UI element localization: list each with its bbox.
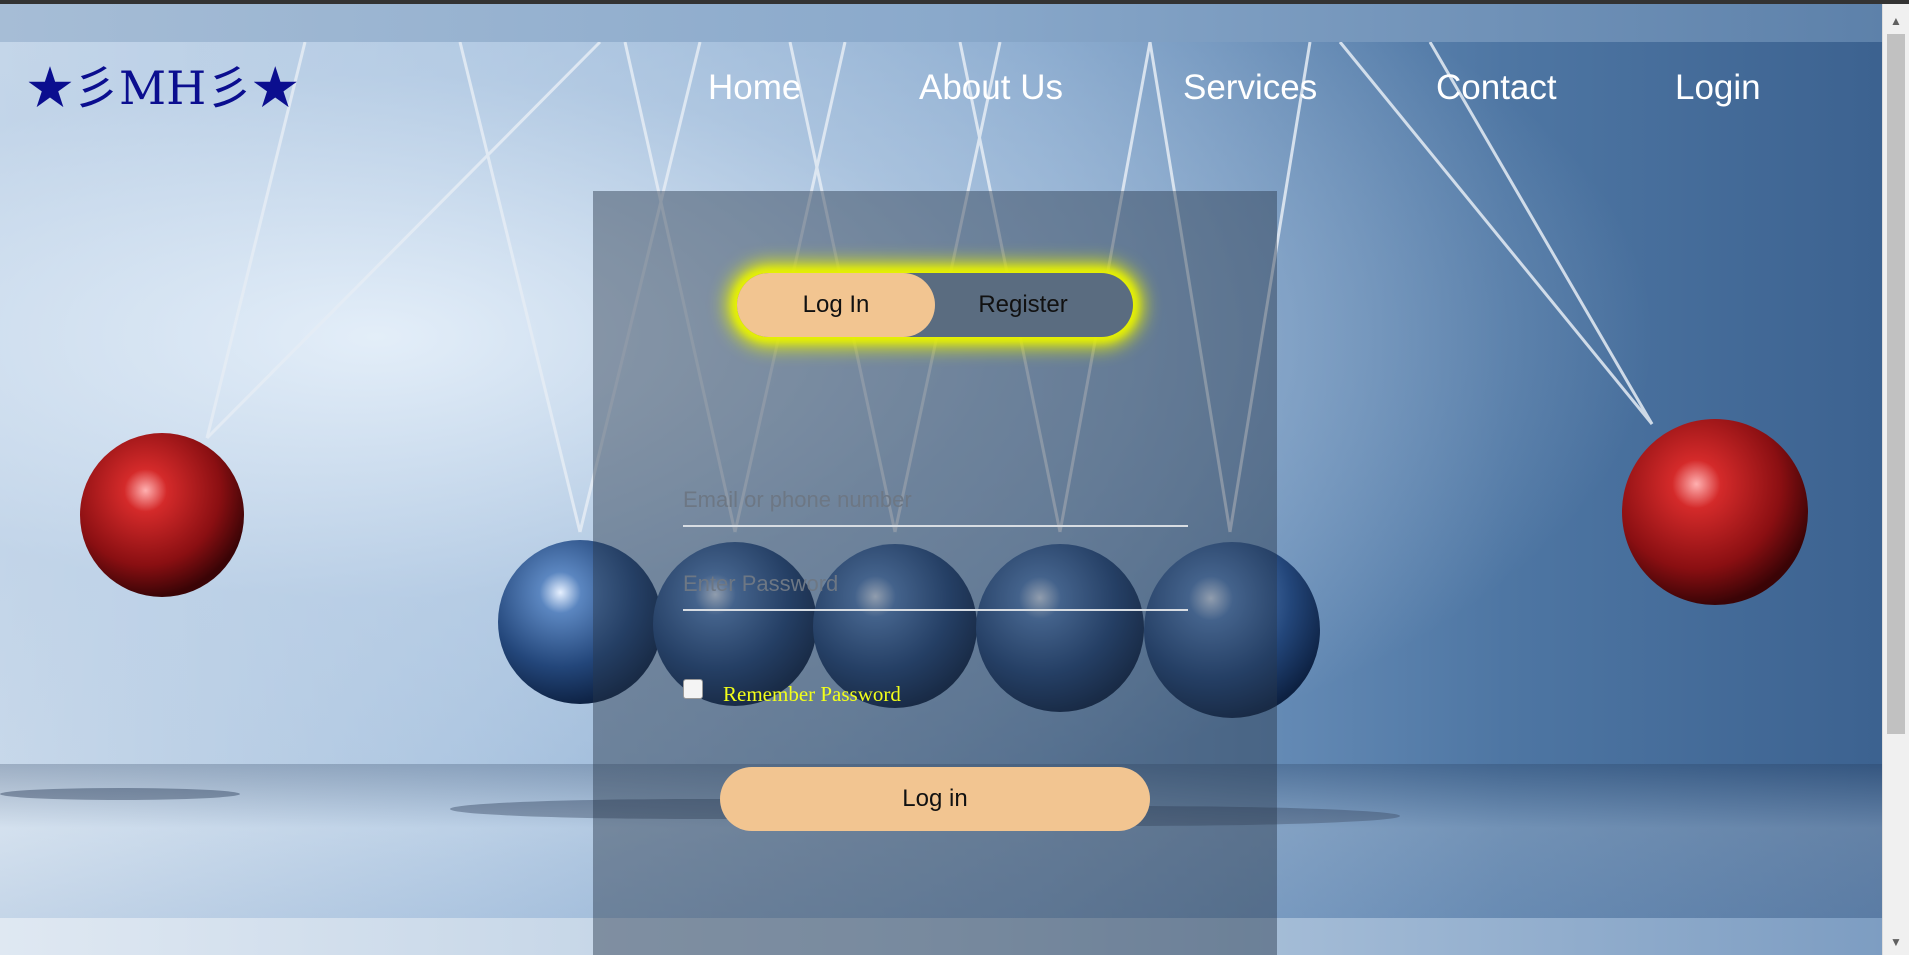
nav-services[interactable]: Services [1183,68,1318,107]
register-tab[interactable]: Register [913,273,1133,337]
main-nav: Home About Us Services Contact Login [0,60,1882,116]
window-top-strip [0,0,1909,4]
password-field[interactable] [683,559,1188,611]
site-logo[interactable]: ★彡MH彡★ [27,61,299,115]
remember-password-row: Remember Password [683,679,983,709]
nav-about-us[interactable]: About Us [919,68,1063,107]
scroll-up-icon[interactable]: ▲ [1890,14,1902,28]
email-field[interactable] [683,475,1188,527]
newtons-cradle-illustration [0,40,1808,826]
vertical-scrollbar[interactable]: ▲ ▼ [1882,4,1909,955]
nav-login[interactable]: Login [1675,68,1761,107]
nav-contact[interactable]: Contact [1436,68,1557,107]
scrollbar-thumb[interactable] [1887,34,1905,734]
nav-home[interactable]: Home [708,68,802,107]
login-tab[interactable]: Log In [737,273,935,337]
remember-password-label[interactable]: Remember Password [723,682,901,706]
footer-band [0,918,1882,955]
auth-toggle: Register Log In [737,273,1133,337]
scroll-down-icon[interactable]: ▼ [1890,935,1902,949]
remember-password-checkbox[interactable] [683,679,703,699]
login-submit-button[interactable]: Log in [720,767,1150,831]
header-band [0,4,1882,42]
login-panel: Register Log In Remember Password Log in [593,191,1277,955]
